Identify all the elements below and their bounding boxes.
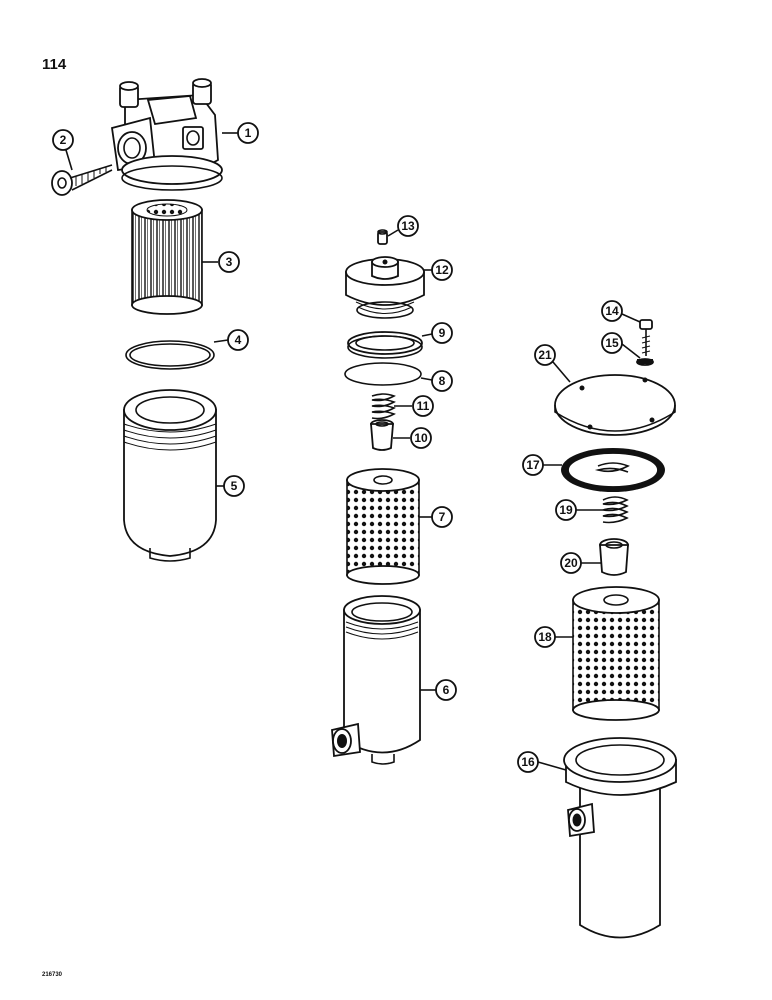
filter-cap bbox=[345, 256, 425, 319]
callout-18: 18 bbox=[534, 626, 573, 648]
gasket bbox=[561, 448, 665, 492]
svg-text:3: 3 bbox=[226, 255, 233, 269]
svg-text:7: 7 bbox=[439, 510, 446, 524]
filter-housing bbox=[331, 595, 421, 765]
callout-8: 8 bbox=[420, 370, 453, 392]
svg-text:14: 14 bbox=[605, 304, 619, 318]
svg-text:16: 16 bbox=[521, 755, 535, 769]
svg-text:1: 1 bbox=[245, 126, 252, 140]
svg-text:20: 20 bbox=[564, 556, 578, 570]
svg-text:15: 15 bbox=[605, 336, 619, 350]
callout-16: 16 bbox=[517, 751, 567, 773]
svg-text:5: 5 bbox=[231, 479, 238, 493]
mesh-filter-element bbox=[346, 468, 420, 585]
spring bbox=[371, 393, 396, 420]
bolt bbox=[639, 319, 653, 356]
page-number: 114 bbox=[42, 56, 67, 73]
callout-5: 5 bbox=[216, 475, 245, 497]
callout-3: 3 bbox=[202, 251, 240, 273]
spring-right bbox=[602, 496, 629, 524]
callout-4: 4 bbox=[213, 329, 249, 351]
plug bbox=[377, 229, 388, 245]
bleed-screw bbox=[51, 164, 113, 196]
o-ring bbox=[125, 340, 215, 370]
callout-12: 12 bbox=[424, 259, 453, 281]
pleated-filter-element bbox=[131, 199, 203, 315]
svg-text:12: 12 bbox=[435, 263, 449, 277]
svg-text:21: 21 bbox=[538, 348, 552, 362]
filter-housing-right bbox=[563, 737, 677, 939]
cover-plate bbox=[554, 374, 676, 436]
svg-text:8: 8 bbox=[439, 374, 446, 388]
svg-text:18: 18 bbox=[538, 630, 552, 644]
callout-2: 2 bbox=[52, 129, 74, 171]
mesh-filter-element-right bbox=[572, 586, 660, 721]
callout-10: 10 bbox=[393, 427, 432, 449]
svg-text:11: 11 bbox=[417, 399, 430, 413]
callout-9: 9 bbox=[421, 322, 453, 344]
svg-text:4: 4 bbox=[235, 333, 242, 347]
washer bbox=[636, 358, 654, 366]
callout-1: 1 bbox=[222, 122, 259, 144]
callout-7: 7 bbox=[419, 506, 453, 528]
svg-text:19: 19 bbox=[559, 503, 573, 517]
svg-text:2: 2 bbox=[60, 133, 67, 147]
callout-14: 14 bbox=[601, 300, 641, 323]
svg-text:13: 13 bbox=[401, 219, 415, 233]
callout-6: 6 bbox=[420, 679, 457, 701]
filter-head bbox=[110, 78, 223, 191]
filter-bowl bbox=[123, 389, 217, 562]
svg-text:6: 6 bbox=[443, 683, 450, 697]
svg-text:9: 9 bbox=[439, 326, 446, 340]
callout-15: 15 bbox=[601, 332, 641, 359]
drawing-code: 216730 bbox=[42, 972, 63, 978]
callout-11: 11 bbox=[394, 395, 434, 417]
callout-19: 19 bbox=[555, 499, 603, 521]
svg-text:10: 10 bbox=[414, 431, 428, 445]
callout-20: 20 bbox=[560, 552, 601, 574]
callout-21: 21 bbox=[534, 344, 571, 383]
svg-text:17: 17 bbox=[526, 458, 540, 472]
o-ring-center bbox=[344, 362, 422, 386]
callout-13: 13 bbox=[387, 215, 419, 237]
valve-right bbox=[599, 538, 629, 576]
callout-17: 17 bbox=[522, 454, 562, 476]
valve bbox=[370, 419, 394, 451]
seal-ring bbox=[347, 331, 423, 359]
